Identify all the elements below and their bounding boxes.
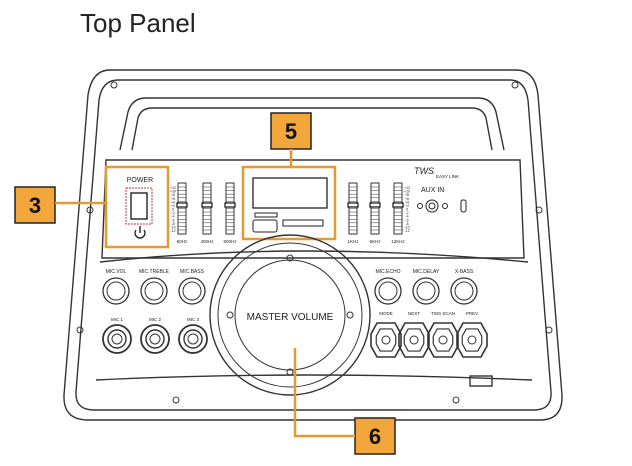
eq-scale-label: +10 (170, 190, 176, 194)
knob-label: MIC.VOL (106, 269, 127, 275)
control-knob[interactable]: X-BASS (450, 269, 478, 305)
eq-scale-label: -8 (171, 222, 174, 226)
eq-band-label: 12KHz (391, 239, 405, 244)
eq-scale-label: 0 (406, 208, 408, 212)
svg-text:3: 3 (29, 193, 41, 218)
eq-scale-label: -12 (170, 229, 175, 233)
eq-scale-label: -6 (171, 218, 174, 222)
eq-scale-label: -8 (405, 222, 408, 226)
mic-jack[interactable]: MIC 2 (140, 317, 170, 354)
eq-slider[interactable] (347, 182, 359, 235)
power-icon (134, 226, 146, 239)
panel-outline (63, 69, 563, 421)
eq-scale-label: -2 (171, 211, 174, 215)
eq-slider[interactable] (176, 182, 188, 235)
eq-scale-label: +8 (405, 193, 409, 197)
mic-label: MIC 2 (149, 317, 161, 322)
eq-band-label: 400Hz (200, 239, 214, 244)
power-switch[interactable]: POWER (104, 165, 170, 249)
eq-scale-label: +6 (171, 197, 175, 201)
eq-band-label: 60Hz (177, 239, 188, 244)
mode-button-label: TWS SCAN (431, 311, 455, 316)
eq-scale-label: +4 (405, 200, 409, 204)
eq-scale-label: -10 (404, 225, 409, 229)
control-knob[interactable]: MIC.TREBLE (139, 269, 170, 305)
eq-sliders-left[interactable] (176, 182, 236, 235)
eq-scale-label: -4 (171, 215, 174, 219)
mic-jack[interactable]: MIC 1 (102, 317, 132, 354)
mode-button[interactable]: MODE (370, 311, 402, 358)
callout-5: 5 (270, 112, 312, 167)
eq-scale-label: -6 (405, 218, 408, 222)
brand-area: TWS EASY LINK AUX IN (414, 166, 459, 194)
knob-label: MIC.DELAY (413, 269, 440, 275)
eq-band-label: 6KHz (369, 239, 381, 244)
eq-scale-label: +8 (171, 193, 175, 197)
eq-sliders-right[interactable] (347, 182, 404, 235)
brand-sub: EASY LINK (436, 174, 459, 179)
knob-label: MIC.BASS (180, 269, 205, 275)
brand-logo: TWS (414, 166, 434, 176)
callout-6: 6 (293, 348, 396, 455)
eq-scale-label: -12 (404, 229, 409, 233)
eq-scale-label: +2 (171, 204, 175, 208)
eq-band-label: 800Hz (223, 239, 237, 244)
master-volume-knob[interactable]: MASTER VOLUME (209, 234, 371, 396)
mode-button[interactable]: NEXT (398, 311, 430, 358)
control-knob[interactable]: MIC.ECHO (374, 269, 402, 305)
aux-in-jack[interactable] (417, 199, 467, 213)
knob-label: MIC.TREBLE (139, 269, 170, 275)
mode-button[interactable]: PREV (456, 311, 488, 358)
panel-screws (76, 81, 553, 404)
master-volume-label: MASTER VOLUME (247, 312, 334, 323)
callout-3: 3 (14, 186, 106, 224)
knob-label: MIC.ECHO (376, 269, 401, 275)
control-knob[interactable]: MIC.BASS (178, 269, 206, 305)
eq-band-label: 1KHz (347, 239, 359, 244)
eq-scale-label: +2 (405, 204, 409, 208)
eq-scale-label: -10 (170, 225, 175, 229)
aux-in-label: AUX IN (421, 187, 444, 194)
knob-label: X-BASS (455, 269, 474, 275)
mode-button[interactable]: TWS SCAN (427, 311, 459, 358)
eq-scale-label: -4 (405, 215, 408, 219)
eq-scale-label: +6 (405, 197, 409, 201)
mode-button-label: MODE (379, 311, 393, 316)
mic-label: MIC 3 (187, 317, 199, 322)
mic-label: MIC 1 (111, 317, 123, 322)
display-panel (241, 165, 337, 241)
eq-scale-label: +12 (404, 186, 410, 190)
power-label: POWER (127, 177, 153, 184)
control-knob[interactable]: MIC.VOL (102, 269, 130, 305)
eq-scale-label: -2 (405, 211, 408, 215)
svg-text:6: 6 (369, 424, 381, 449)
mode-button-label: NEXT (408, 311, 420, 316)
eq-scale-label: +12 (170, 186, 176, 190)
eq-scale-label: +4 (171, 200, 175, 204)
eq-slider[interactable] (224, 182, 236, 235)
eq-scale-label: 0 (172, 208, 174, 212)
control-knob[interactable]: MIC.DELAY (412, 269, 440, 305)
mode-button-label: PREV (466, 311, 478, 316)
diagram-title: Top Panel (80, 8, 196, 38)
eq-slider[interactable] (369, 182, 381, 235)
eq-slider[interactable] (201, 182, 213, 235)
svg-text:5: 5 (285, 119, 297, 144)
eq-scale-label: +10 (404, 190, 410, 194)
eq-slider[interactable] (392, 182, 404, 235)
mic-jack[interactable]: MIC 3 (178, 317, 208, 354)
